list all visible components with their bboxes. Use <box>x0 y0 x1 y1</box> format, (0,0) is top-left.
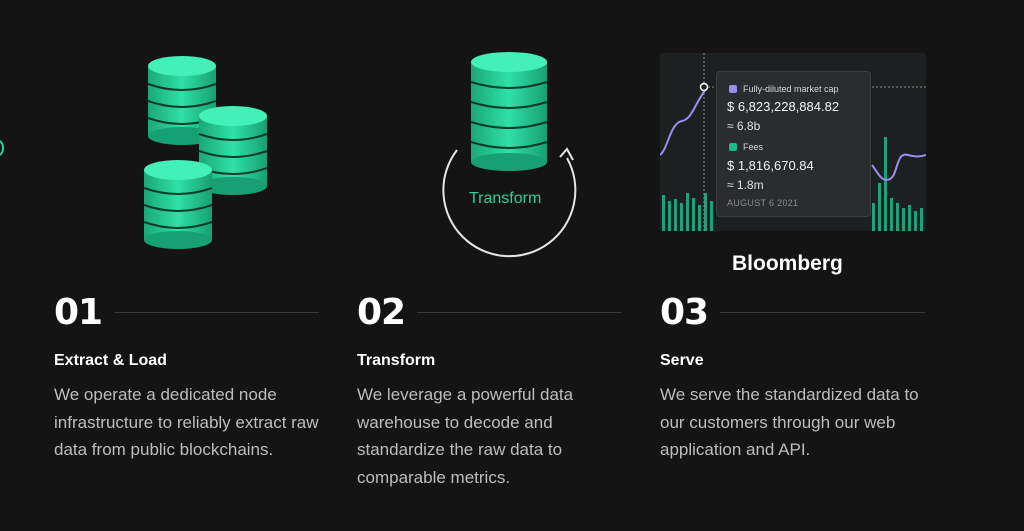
step-description: We operate a dedicated node infrastructu… <box>54 385 319 459</box>
divider <box>720 311 925 313</box>
chart-preview: Fully-diluted market cap $ 6,823,228,884… <box>660 53 926 231</box>
divider <box>114 311 319 313</box>
step-extract-load: 01 Extract & Load We operate a dedicated… <box>54 0 324 531</box>
tooltip-date: AUGUST 6 2021 <box>727 198 799 208</box>
step-number-row: 01 <box>54 290 319 334</box>
transform-cycle-icon <box>442 52 577 258</box>
step-title: Extract & Load <box>54 352 167 369</box>
step-number-row: 03 <box>660 290 925 334</box>
fees-swatch <box>729 143 737 151</box>
step-number: 01 <box>54 291 103 333</box>
database-stack-icon <box>143 56 268 249</box>
tooltip-approx: ≈ 6.8b <box>727 119 761 133</box>
tooltip-key-market-cap: Fully-diluted market cap <box>729 84 839 94</box>
step-number: 03 <box>660 291 709 333</box>
transform-label: Transform <box>469 190 542 207</box>
tooltip-approx: ≈ 1.8m <box>727 178 764 192</box>
step-description: We serve the standardized data to our cu… <box>660 385 919 459</box>
edge-decoration <box>0 140 4 156</box>
divider <box>417 311 622 313</box>
bloomberg-logo: Bloomberg <box>732 252 843 275</box>
chart-graphic <box>660 53 926 231</box>
step-number-row: 02 <box>357 290 622 334</box>
step-transform: Transform 02 Transform We leverage a pow… <box>357 0 627 531</box>
step-serve: Fully-diluted market cap $ 6,823,228,884… <box>660 0 930 531</box>
step-number: 02 <box>357 291 406 333</box>
step-title: Transform <box>357 352 436 369</box>
tooltip-label: Fees <box>743 142 764 152</box>
step-description: We leverage a powerful data warehouse to… <box>357 385 574 487</box>
tooltip-value: $ 1,816,670.84 <box>727 158 814 173</box>
market-cap-swatch <box>729 85 737 93</box>
chart-tooltip: Fully-diluted market cap $ 6,823,228,884… <box>716 71 871 217</box>
tooltip-key-fees: Fees <box>729 142 763 152</box>
tooltip-value: $ 6,823,228,884.82 <box>727 99 840 114</box>
tooltip-label: Fully-diluted market cap <box>743 84 839 94</box>
step-title: Serve <box>660 352 704 369</box>
